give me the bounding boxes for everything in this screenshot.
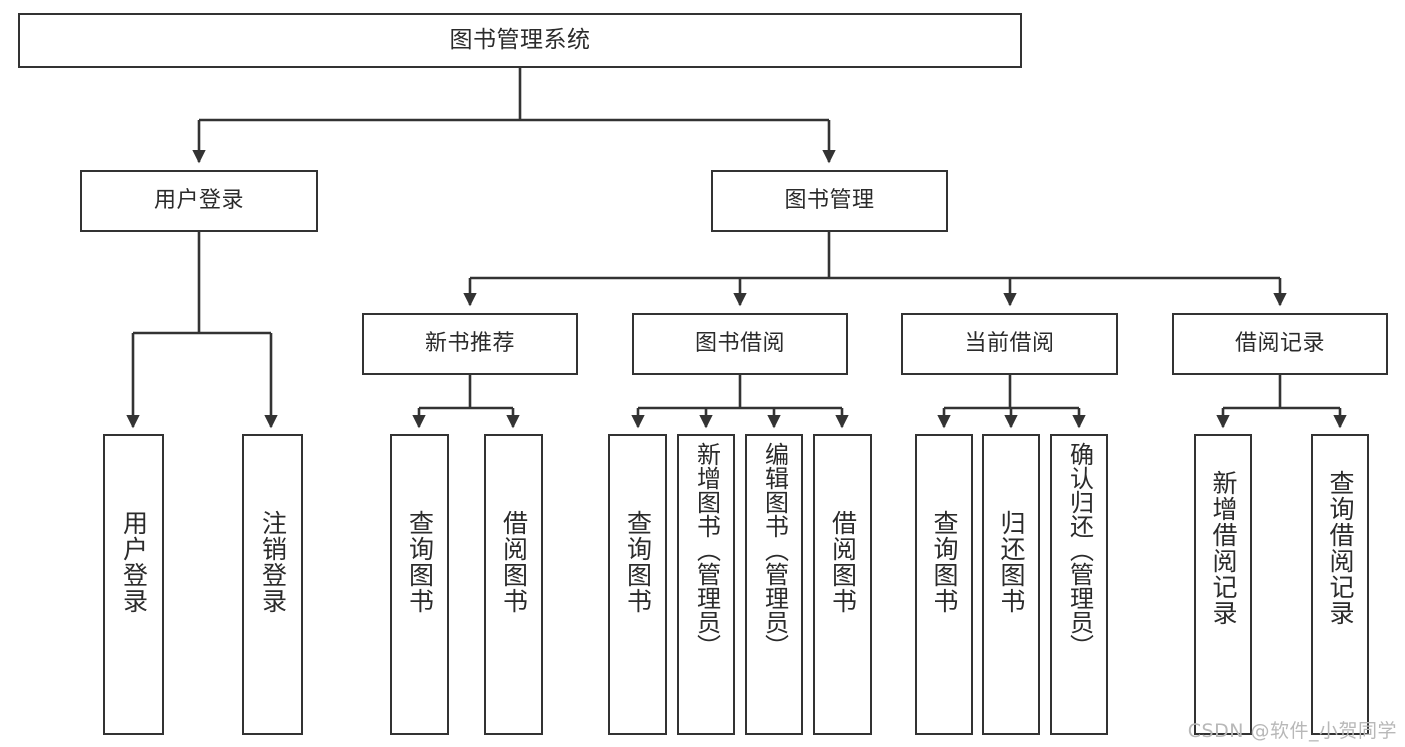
node-borrow-record-label: 借阅记录 xyxy=(1234,331,1325,357)
node-leaf-confirm-return-label: 确认归还（管理员） xyxy=(1065,442,1094,658)
node-leaf-add-book[interactable]: 新增图书（管理员） xyxy=(677,434,735,735)
node-book-borrow-label: 图书借阅 xyxy=(694,331,785,357)
node-new-book-recommend[interactable]: 新书推荐 xyxy=(362,313,578,375)
node-leaf-user-login-label: 用户登录 xyxy=(119,510,149,614)
node-root[interactable]: 图书管理系统 xyxy=(18,13,1022,68)
node-current-borrow-label: 当前借阅 xyxy=(964,331,1055,357)
node-leaf-query-record[interactable]: 查询借阅记录 xyxy=(1311,434,1369,735)
node-book-management-label: 图书管理 xyxy=(784,188,875,214)
node-leaf-add-record-label: 新增借阅记录 xyxy=(1209,470,1238,626)
node-leaf-add-record[interactable]: 新增借阅记录 xyxy=(1194,434,1252,735)
node-user-login-label: 用户登录 xyxy=(153,188,244,214)
node-leaf-user-logout-label: 注销登录 xyxy=(258,510,288,614)
node-leaf-query-book-3[interactable]: 查询图书 xyxy=(915,434,973,735)
node-book-management[interactable]: 图书管理 xyxy=(711,170,948,232)
node-user-login[interactable]: 用户登录 xyxy=(80,170,318,232)
node-current-borrow[interactable]: 当前借阅 xyxy=(901,313,1118,375)
node-leaf-query-record-label: 查询借阅记录 xyxy=(1326,470,1355,626)
node-leaf-borrow-book-1-label: 借阅图书 xyxy=(499,510,529,614)
node-leaf-borrow-book-2-label: 借阅图书 xyxy=(828,510,858,614)
node-new-book-recommend-label: 新书推荐 xyxy=(424,331,515,357)
node-book-borrow[interactable]: 图书借阅 xyxy=(632,313,848,375)
node-leaf-query-book-1[interactable]: 查询图书 xyxy=(390,434,449,735)
node-leaf-edit-book[interactable]: 编辑图书（管理员） xyxy=(745,434,803,735)
node-borrow-record[interactable]: 借阅记录 xyxy=(1172,313,1388,375)
node-leaf-query-book-3-label: 查询图书 xyxy=(930,510,959,614)
node-leaf-return-book[interactable]: 归还图书 xyxy=(982,434,1040,735)
node-leaf-query-book-2[interactable]: 查询图书 xyxy=(608,434,667,735)
node-leaf-query-book-2-label: 查询图书 xyxy=(623,510,653,614)
node-leaf-user-login[interactable]: 用户登录 xyxy=(103,434,164,735)
watermark-text: CSDN @软件_小贺同学 xyxy=(1187,720,1397,742)
node-leaf-borrow-book-1[interactable]: 借阅图书 xyxy=(484,434,543,735)
node-root-label: 图书管理系统 xyxy=(449,27,591,54)
node-leaf-user-logout[interactable]: 注销登录 xyxy=(242,434,303,735)
node-leaf-add-book-label: 新增图书（管理员） xyxy=(692,442,721,658)
node-leaf-borrow-book-2[interactable]: 借阅图书 xyxy=(813,434,872,735)
node-leaf-edit-book-label: 编辑图书（管理员） xyxy=(760,442,789,658)
node-leaf-query-book-1-label: 查询图书 xyxy=(405,510,435,614)
node-leaf-confirm-return[interactable]: 确认归还（管理员） xyxy=(1050,434,1108,735)
node-leaf-return-book-label: 归还图书 xyxy=(997,510,1026,614)
